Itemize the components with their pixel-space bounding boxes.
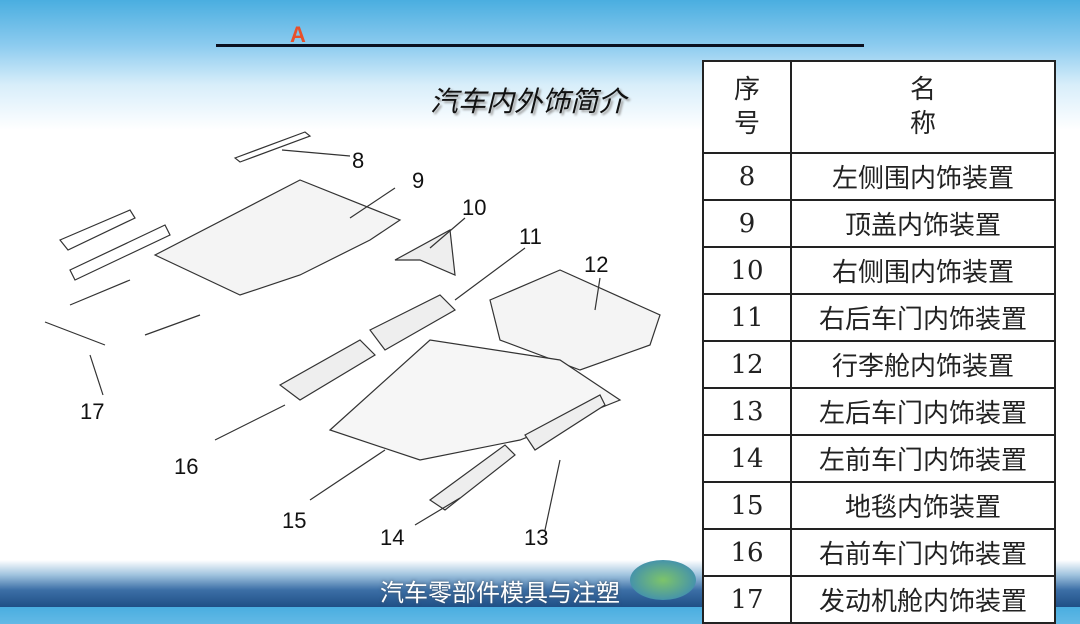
header-name: 名 称 [790, 60, 1056, 154]
row-name: 左侧围内饰装置 [790, 152, 1056, 201]
label-14: 14 [380, 525, 405, 550]
row-number: 9 [702, 199, 792, 248]
header-rule [216, 44, 864, 47]
label-8: 8 [352, 148, 365, 173]
parts-diagram [44, 131, 661, 531]
row-number: 12 [702, 340, 792, 389]
part-8 [233, 131, 312, 163]
part-12 [489, 269, 661, 371]
part-14 [428, 444, 516, 511]
row-name: 右侧围内饰装置 [790, 246, 1056, 295]
part-left-pillar [44, 209, 201, 346]
part-16 [278, 339, 376, 401]
row-name: 右后车门内饰装置 [790, 293, 1056, 342]
row-number: 10 [702, 246, 792, 295]
label-9: 9 [412, 168, 425, 193]
row-name: 发动机舱内饰装置 [790, 575, 1056, 624]
decorative-island-image [630, 560, 696, 600]
table-header: 序 号 名 称 [702, 60, 1056, 154]
row-number: 16 [702, 528, 792, 577]
part-10 [394, 229, 456, 276]
row-name: 行李舱内饰装置 [790, 340, 1056, 389]
row-number: 17 [702, 575, 792, 624]
part-15 [328, 339, 622, 461]
section-letter: A [290, 22, 306, 47]
label-13: 13 [524, 525, 549, 550]
row-name: 左前车门内饰装置 [790, 434, 1056, 483]
row-number: 11 [702, 293, 792, 342]
row-number: 8 [702, 152, 792, 201]
label-12: 12 [584, 252, 609, 277]
row-number: 14 [702, 434, 792, 483]
row-number: 13 [702, 387, 792, 436]
part-9 [153, 179, 402, 296]
slide-title: 汽车内外饰简介 [430, 85, 627, 118]
row-name: 地毯内饰装置 [790, 481, 1056, 530]
part-11 [369, 294, 456, 351]
row-name: 顶盖内饰装置 [790, 199, 1056, 248]
row-name: 左后车门内饰装置 [790, 387, 1056, 436]
watermark: 汽车零部件模具与注塑 [380, 579, 620, 607]
row-number: 15 [702, 481, 792, 530]
label-11: 11 [519, 224, 542, 249]
label-15: 15 [282, 508, 307, 533]
row-name: 右前车门内饰装置 [790, 528, 1056, 577]
label-16: 16 [174, 454, 199, 479]
header-number: 序 号 [702, 60, 792, 154]
leader-lines [89, 149, 601, 531]
label-17: 17 [80, 399, 105, 424]
part-13 [524, 394, 606, 451]
label-10: 10 [462, 195, 487, 220]
